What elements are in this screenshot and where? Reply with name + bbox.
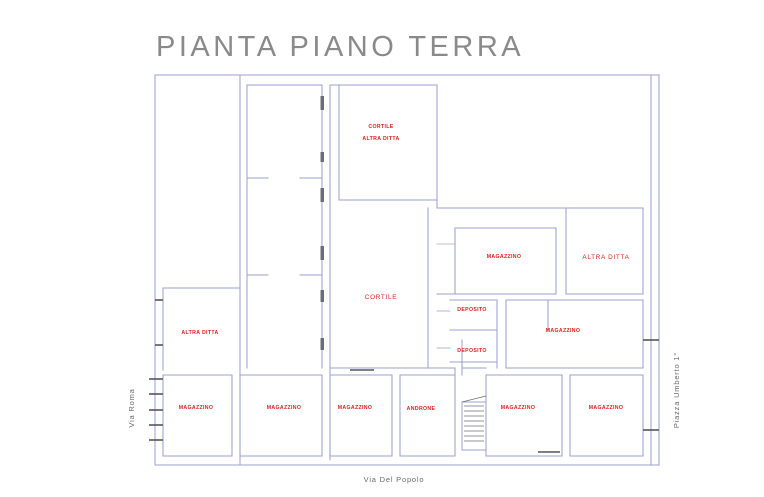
room-label-magazzino-sud-3: MAGAZZINO <box>338 405 373 411</box>
room-label-altra-ditta-left: ALTRA DITTA <box>181 330 218 336</box>
room-label-magazzino-nord: MAGAZZINO <box>487 254 522 260</box>
pier-left-block-6 <box>320 338 324 350</box>
street-label-via-roma: Via Roma <box>127 388 136 427</box>
page-title: PIANTA PIANO TERRA <box>156 31 524 63</box>
room-label-layer: CORTILE ALTRA DITTA CORTILE ALTRA DITTA … <box>179 124 629 412</box>
pier-left-block-2 <box>320 152 324 162</box>
room-label-androne: ANDRONE <box>407 406 436 412</box>
pier-left-block-4 <box>320 246 324 260</box>
room-label-cortile-altra-ditta-line2: ALTRA DITTA <box>362 136 399 142</box>
room-label-cortile-altra-ditta-line1: CORTILE <box>368 124 393 130</box>
room-label-cortile: CORTILE <box>365 294 397 301</box>
room-label-magazzino-sud-2: MAGAZZINO <box>267 405 302 411</box>
room-label-deposito-alto: DEPOSITO <box>457 307 487 313</box>
pier-left-block-1 <box>320 96 324 110</box>
room-label-magazzino-sud-5: MAGAZZINO <box>589 405 624 411</box>
room-label-altra-ditta-right: ALTRA DITTA <box>582 254 629 261</box>
stair-outline <box>461 401 487 451</box>
stair-flight-arrow <box>461 395 487 403</box>
room-label-magazzino-centro-destra: MAGAZZINO <box>546 328 581 334</box>
pier-left-block-5 <box>320 290 324 302</box>
opening-layer <box>149 96 659 453</box>
street-label-piazza-umberto: Piazza Umberto 1° <box>672 352 681 428</box>
wall-left-block-top <box>246 84 323 369</box>
room-label-magazzino-sud-4: MAGAZZINO <box>501 405 536 411</box>
room-label-magazzino-sud-1: MAGAZZINO <box>179 405 214 411</box>
street-label-layer: Via Roma Via Del Popolo Piazza Umberto 1… <box>127 352 681 484</box>
street-label-via-del-popolo: Via Del Popolo <box>364 475 425 484</box>
staircase <box>461 395 487 451</box>
room-label-deposito-basso: DEPOSITO <box>457 348 487 354</box>
wall-outer-left-bottom <box>154 74 660 466</box>
pier-left-block-3 <box>320 188 324 202</box>
wall-layer <box>154 74 660 466</box>
